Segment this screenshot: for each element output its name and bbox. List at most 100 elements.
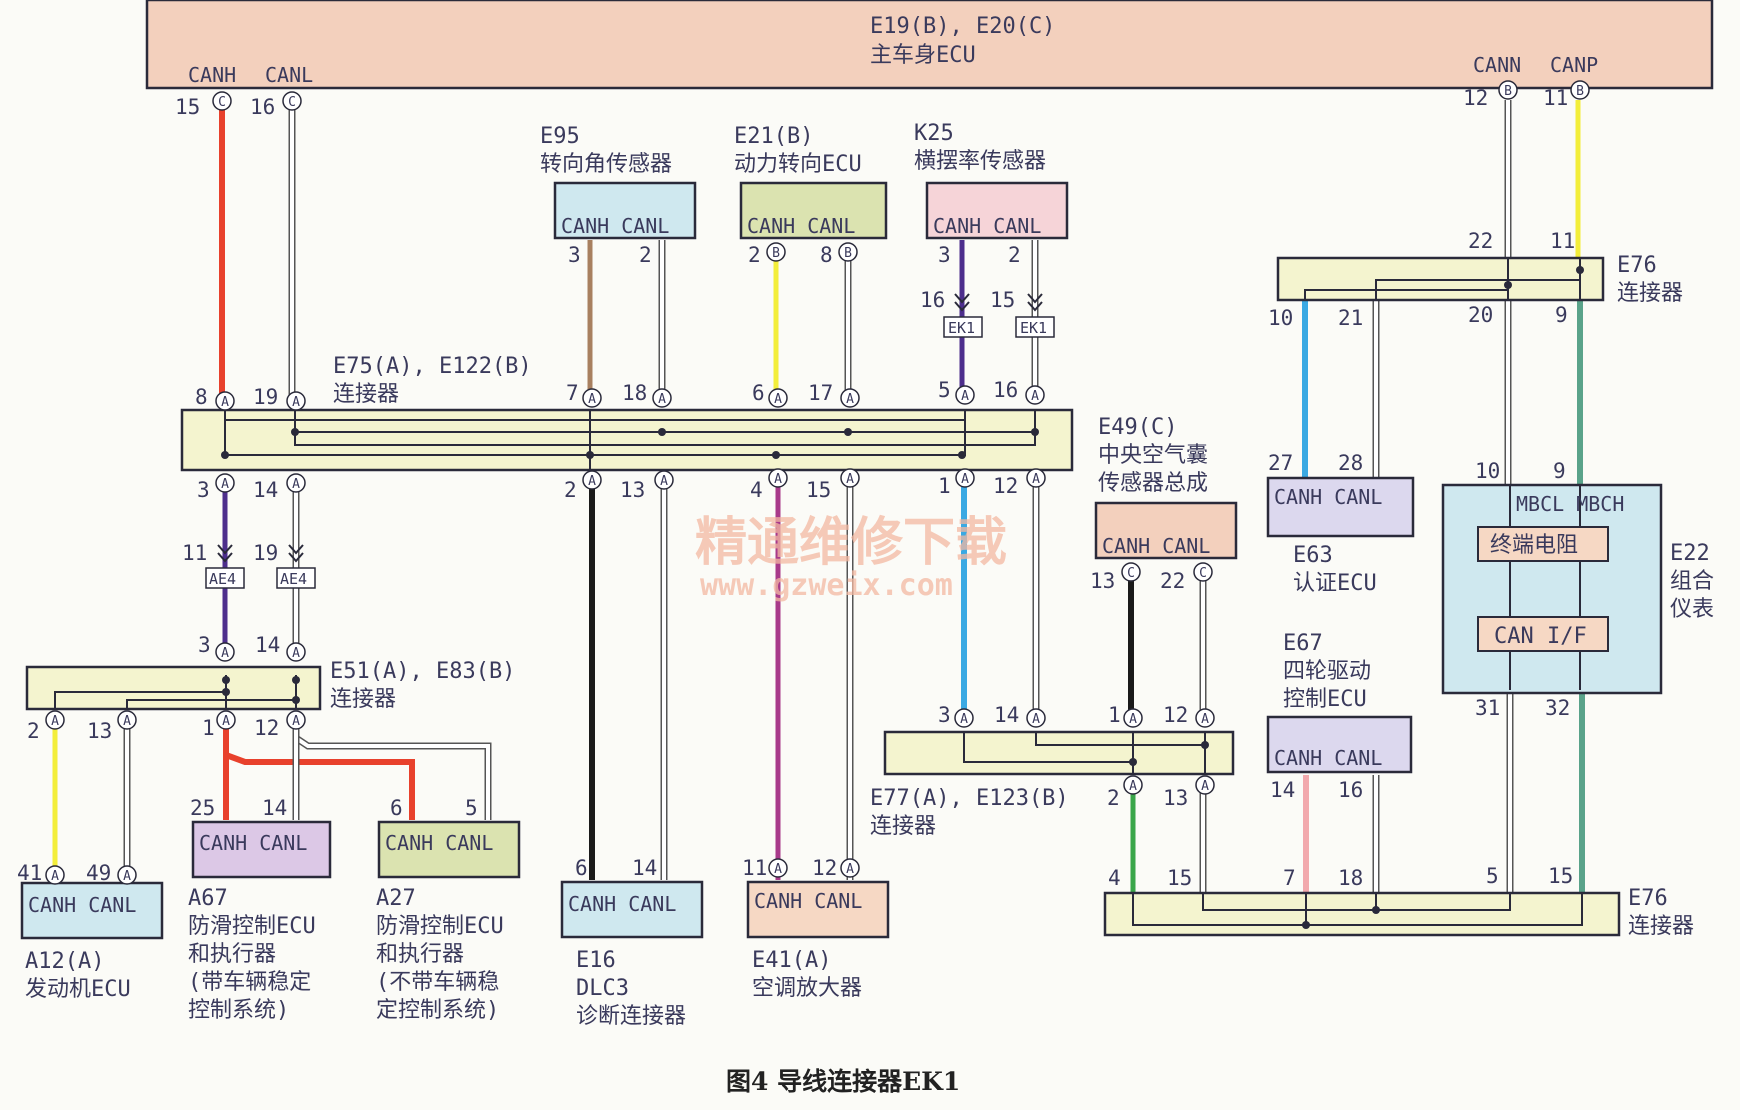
- connector-marker: [1123, 708, 1143, 728]
- connector-marker: [1026, 468, 1046, 488]
- a67-pins: CANH CANL: [199, 831, 307, 855]
- connector-marker-letter: A: [292, 395, 300, 410]
- pin-e76b-4: 4: [1108, 866, 1121, 890]
- ae4-label-b: AE4: [280, 570, 307, 588]
- connector-marker: [1195, 775, 1215, 795]
- connector-marker: [286, 473, 306, 493]
- e21-id: E21(B): [734, 124, 813, 149]
- connector-marker-letter: A: [960, 712, 968, 727]
- e16-name-2: 诊断连接器: [576, 1004, 686, 1029]
- pin-e49-13: 13: [1090, 569, 1115, 593]
- connector-marker-letter: A: [774, 472, 782, 487]
- module-k25: CANH CANL K25 横摆率传感器: [914, 121, 1069, 240]
- connector-marker-letter: A: [1129, 779, 1137, 794]
- pin-ae4-11: 11: [182, 541, 207, 565]
- pin-e76b-18: 18: [1338, 866, 1363, 890]
- e67-name-1: 四轮驱动: [1283, 659, 1371, 684]
- e49-pins: CANH CANL: [1102, 534, 1210, 558]
- pin-e95-2: 2: [639, 243, 652, 267]
- a27-id: A27: [376, 886, 416, 911]
- connector-e75: E75(A), E122(B) 连接器: [180, 354, 1074, 472]
- e41-id: E41(A): [752, 948, 831, 973]
- connector-marker: [1193, 562, 1213, 582]
- a12-name: 发动机ECU: [25, 977, 131, 1002]
- e22-id: E22: [1670, 541, 1710, 566]
- a27-name-2: 和执行器: [376, 942, 464, 967]
- pin-11: 11: [1543, 86, 1568, 110]
- connector-marker: [768, 388, 788, 408]
- pin-e51-1: 1: [202, 716, 215, 740]
- module-e41: CANH CANL E41(A) 空调放大器: [746, 880, 890, 1001]
- connector-marker-letter: A: [221, 395, 229, 410]
- connector-marker-letter: A: [1201, 779, 1209, 794]
- pin-e77-12: 12: [1163, 703, 1188, 727]
- junction-ek1: EK1 EK1: [943, 293, 1055, 338]
- connector-marker-letter: A: [1032, 472, 1040, 487]
- pin-e22-31: 31: [1475, 696, 1500, 720]
- connector-marker-letter: A: [1032, 712, 1040, 727]
- e67-name-2: 控制ECU: [1283, 687, 1367, 712]
- connector-marker-letter: A: [1031, 389, 1039, 404]
- connector-marker: [768, 858, 788, 878]
- connector-marker: [1498, 80, 1518, 100]
- pin-a12-41: 41: [17, 861, 42, 885]
- connector-marker: [117, 710, 137, 730]
- connector-marker-letter: A: [588, 392, 596, 407]
- module-e22: MBCL MBCH 终端电阻 CAN I/F E22 组合 仪表: [1441, 483, 1714, 695]
- pin-e22-10: 10: [1475, 459, 1500, 483]
- pin-16: 16: [250, 95, 275, 119]
- connector-marker: [1123, 775, 1143, 795]
- module-e16: CANH CANL E16 DLC3 诊断连接器: [560, 880, 704, 1029]
- connector-e76-top: E76 连接器: [1276, 253, 1683, 306]
- connector-marker: [286, 391, 306, 411]
- e16-name-1: DLC3: [576, 976, 629, 1001]
- main-ecu-id: E19(B), E20(C): [870, 14, 1055, 39]
- pin-e76t-21: 21: [1338, 306, 1363, 330]
- pin-numbers: 15 16 12 11 3 2 2 8 3 2 16 15 8 19 7 18 …: [17, 86, 1575, 890]
- module-a67: CANH CANL A67 防滑控制ECU 和执行器 (带车辆稳定 控制系统): [188, 820, 332, 1023]
- connector-marker-letter: B: [844, 246, 852, 261]
- pin-e51-14: 14: [255, 633, 280, 657]
- figure-caption: 图4 导线连接器EK1: [726, 1067, 960, 1096]
- connector-marker-letter: A: [292, 714, 300, 729]
- pin-e95-3: 3: [568, 243, 581, 267]
- connector-marker-letter: A: [846, 472, 854, 487]
- pin-e75-13: 13: [620, 478, 645, 502]
- connector-marker: [838, 242, 858, 262]
- connector-marker: [654, 470, 674, 490]
- a67-id: A67: [188, 886, 228, 911]
- e21-name: 动力转向ECU: [734, 152, 862, 177]
- connector-marker: [1121, 562, 1141, 582]
- pin-e63-27: 27: [1268, 451, 1293, 475]
- connector-marker-letter: A: [51, 869, 59, 884]
- connector-marker: [954, 708, 974, 728]
- e22-name-2: 仪表: [1670, 597, 1714, 622]
- connector-marker: [286, 710, 306, 730]
- e16-pins: CANH CANL: [568, 892, 676, 916]
- pin-15: 15: [175, 95, 200, 119]
- pin-e21-2: 2: [748, 243, 761, 267]
- e63-name: 认证ECU: [1293, 571, 1377, 596]
- e63-pins: CANH CANL: [1274, 485, 1382, 509]
- main-ecu-canh-label: CANH: [188, 63, 236, 87]
- pin-e76t-10: 10: [1268, 306, 1293, 330]
- connector-marker-letter: A: [846, 392, 854, 407]
- pin-e63-28: 28: [1338, 451, 1363, 475]
- pin-k25-2: 2: [1008, 243, 1021, 267]
- pin-e75-15: 15: [806, 478, 831, 502]
- connector-marker: [955, 385, 975, 405]
- e75-id: E75(A), E122(B): [333, 354, 532, 379]
- ae4-label-a: AE4: [209, 570, 236, 588]
- e76-bottom-id: E76: [1628, 886, 1668, 911]
- pin-e75-16: 16: [993, 378, 1018, 402]
- k25-pins: CANH CANL: [933, 214, 1041, 238]
- module-e95: CANH CANL E95 转向角传感器: [540, 124, 697, 240]
- connector-marker-letter: A: [221, 646, 229, 661]
- connector-marker-letter: A: [123, 714, 131, 729]
- connector-marker: [1025, 385, 1045, 405]
- pin-e51-2: 2: [27, 719, 40, 743]
- connector-marker: [768, 468, 788, 488]
- pin-e75-8: 8: [195, 385, 208, 409]
